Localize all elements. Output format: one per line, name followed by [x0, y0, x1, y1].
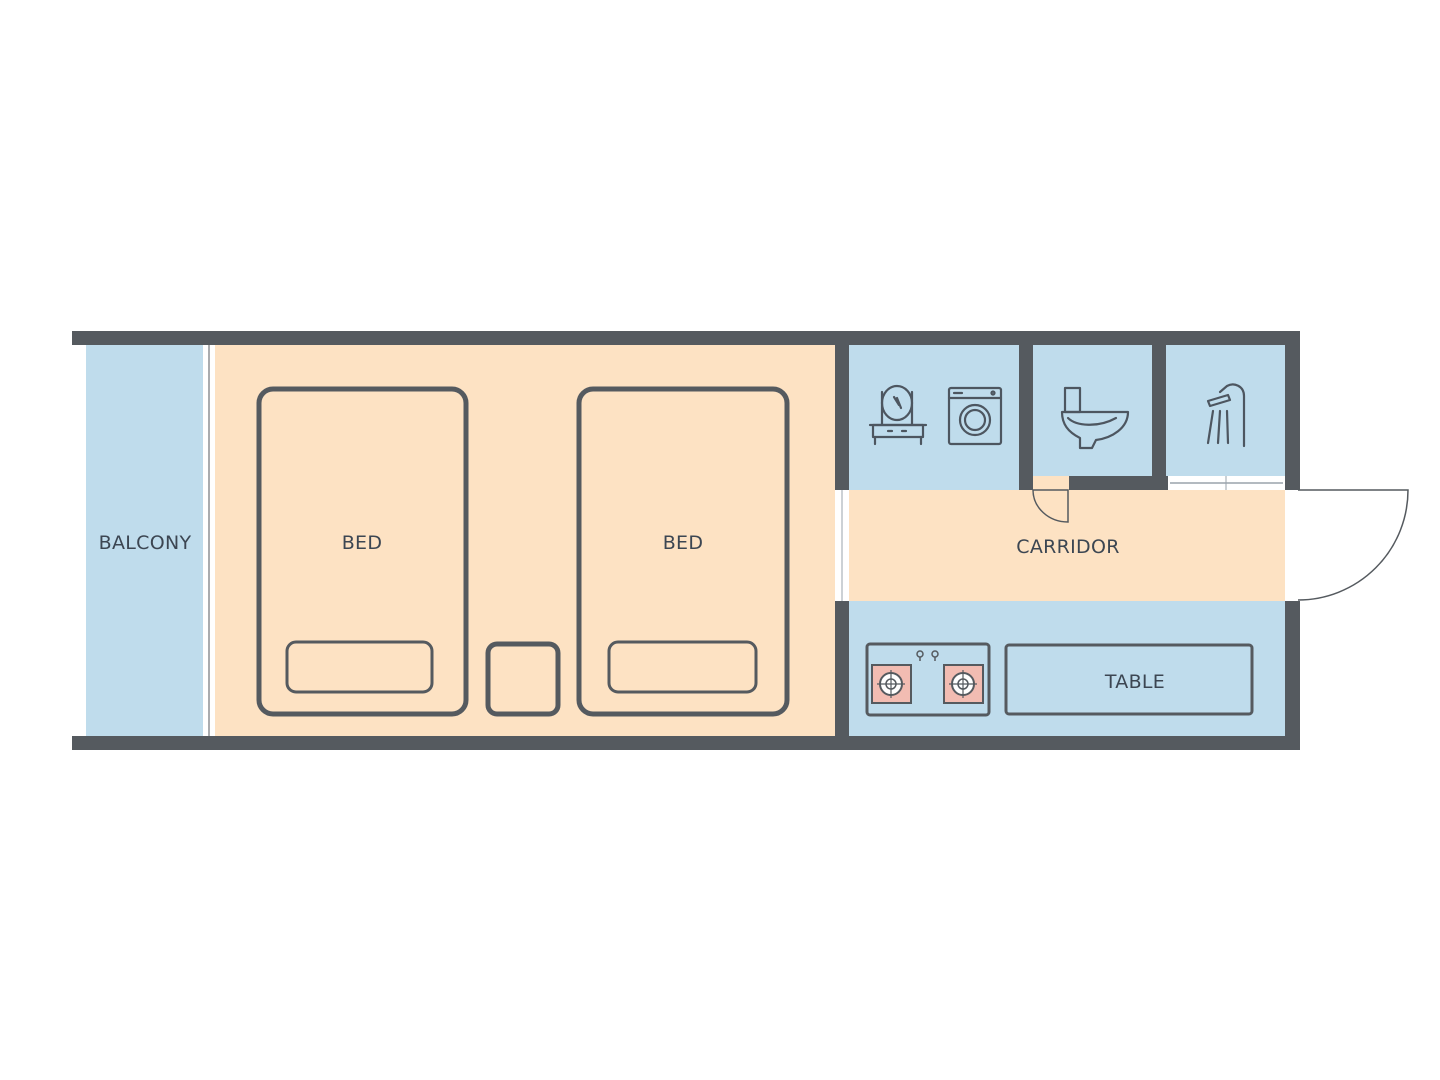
toilet-icon — [1060, 386, 1130, 450]
balcony-area[interactable] — [86, 345, 203, 736]
bed-2-pillow — [607, 640, 758, 694]
laundry-area[interactable] — [849, 345, 1019, 490]
corridor-area[interactable] — [849, 490, 1285, 601]
balcony-left-edge — [72, 345, 86, 736]
shower-icon — [1206, 383, 1246, 448]
bed-1[interactable] — [256, 386, 469, 717]
table-label: TABLE — [1104, 671, 1165, 693]
gas-stove-icon — [865, 642, 991, 717]
toilet-room[interactable] — [1033, 345, 1152, 476]
corridor-label: CARRIDOR — [1016, 536, 1119, 558]
entrance-door-swing[interactable] — [1297, 489, 1409, 601]
balcony-label: BALCONY — [99, 532, 192, 554]
nightstand[interactable] — [485, 641, 561, 717]
entrance-doorway[interactable] — [1285, 490, 1300, 601]
toilet-door-swing[interactable] — [1032, 489, 1069, 523]
bed-2[interactable] — [576, 386, 790, 717]
vanity-mirror-icon — [868, 384, 928, 446]
bed-1-label: BED — [342, 532, 383, 554]
bed-1-pillow — [285, 640, 434, 694]
table[interactable] — [1004, 643, 1254, 716]
bedroom-area[interactable] — [215, 345, 835, 736]
toilet-door-opening — [1033, 476, 1069, 490]
washing-machine-icon — [947, 386, 1003, 446]
bed-2-label: BED — [663, 532, 704, 554]
shower-room[interactable] — [1166, 345, 1285, 476]
